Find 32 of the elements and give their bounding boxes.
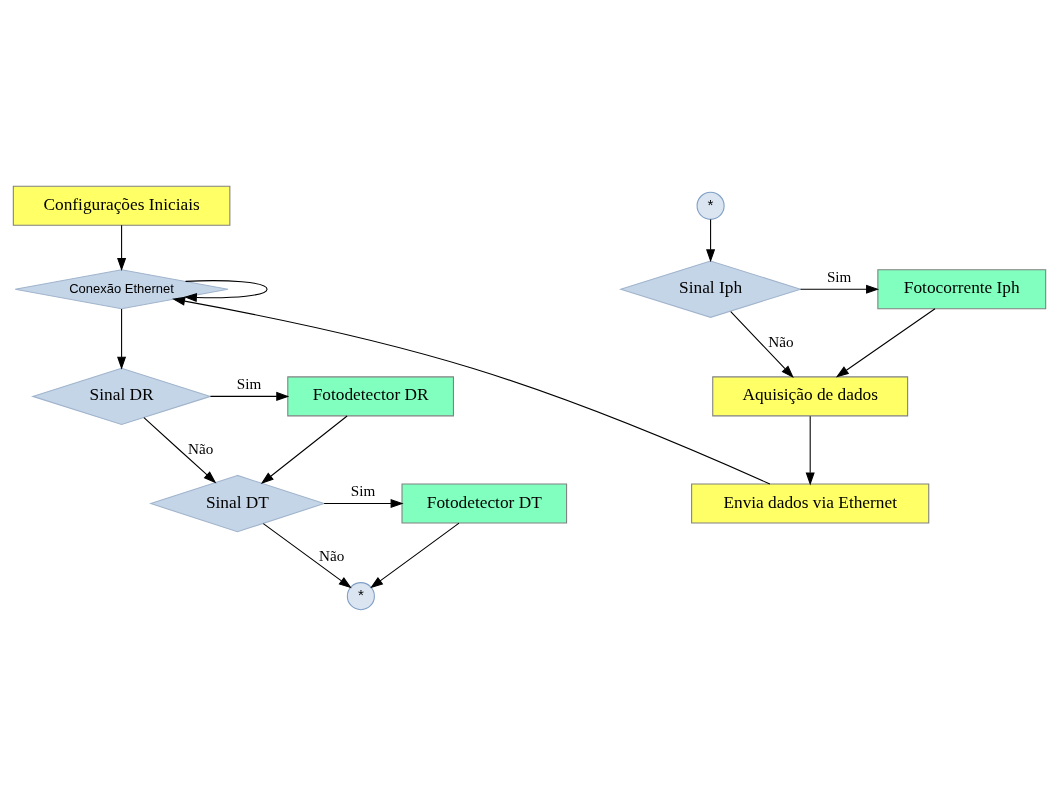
arrow (183, 279, 268, 302)
node-box: Configurações Iniciais (12, 185, 231, 226)
node-box: Aquisição de dados (712, 375, 909, 416)
node-box: Envia dados via Ethernet (691, 483, 930, 524)
arrow (800, 284, 880, 294)
edge-label: Sim (350, 481, 376, 499)
arrow (172, 296, 771, 485)
arrow (117, 224, 127, 271)
node-box: Fotodetector DR (287, 375, 454, 416)
arrow (209, 391, 290, 401)
edge-label: Não (319, 546, 345, 564)
edge-label: Não (768, 332, 794, 350)
arrow (323, 498, 404, 508)
edge-label: Sim (826, 267, 852, 285)
arrow (730, 310, 794, 378)
node-diamond: Sinal DR (31, 367, 213, 425)
edge-label: Não (188, 439, 214, 457)
node-circle: * (696, 191, 725, 220)
node-box: Fotodetector DT (401, 483, 568, 524)
arrow (260, 414, 348, 484)
arrow (805, 415, 815, 485)
arrow (117, 308, 127, 370)
node-diamond: Sinal Iph (618, 259, 803, 318)
arrow (143, 416, 217, 483)
node-box: Fotocorrente Iph (877, 268, 1047, 309)
arrow (262, 522, 352, 588)
node-diamond: Sinal DT (149, 474, 326, 532)
node-circle: * (346, 581, 375, 610)
edge-label: Sim (236, 374, 262, 392)
arrow (835, 307, 936, 378)
arrow (706, 218, 716, 262)
arrow (370, 522, 460, 588)
